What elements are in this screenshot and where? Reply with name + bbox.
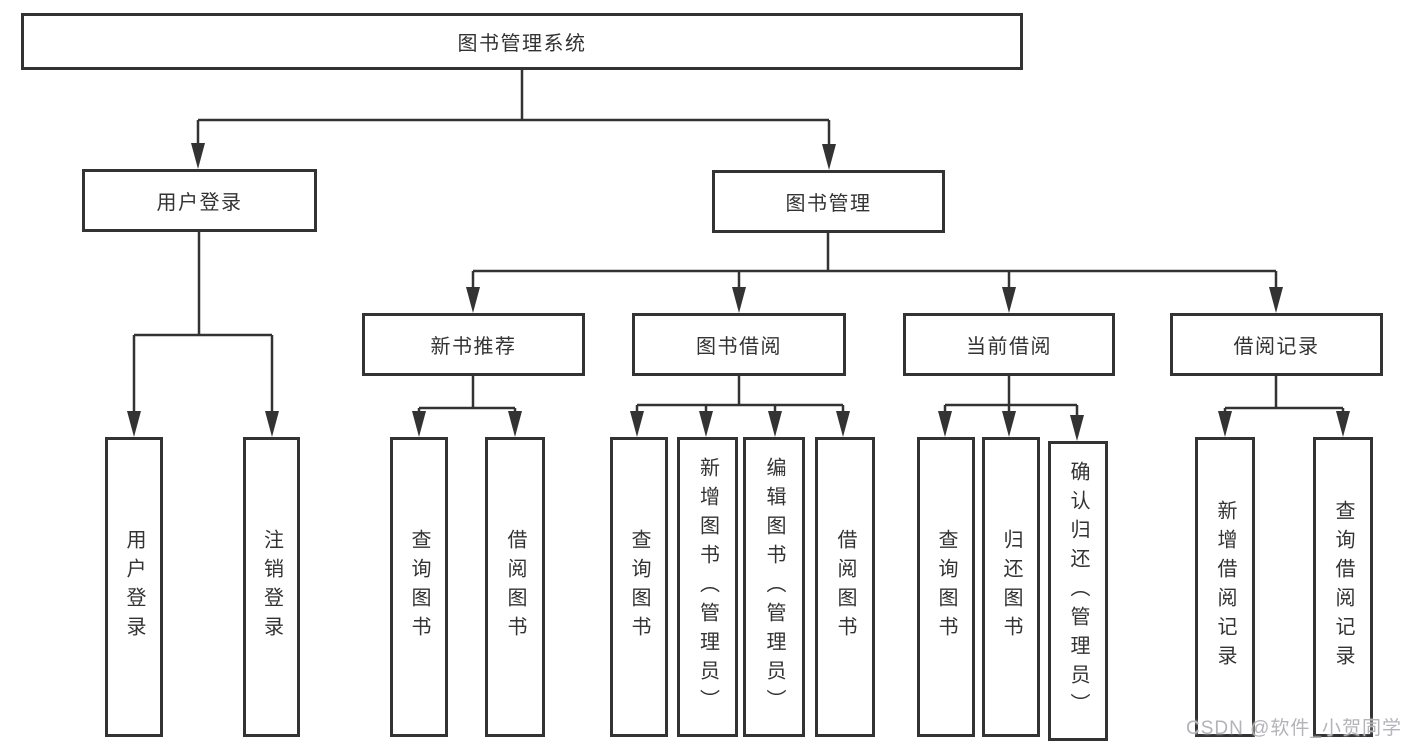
leaf-edit-books-admin: 编辑图书（管理员）	[743, 437, 805, 737]
node-book-management: 图书管理	[712, 170, 945, 233]
leaf-add-borrow-record: 新增借阅记录	[1195, 437, 1255, 737]
leaf-newbook-query-books: 查询图书	[390, 437, 448, 737]
node-book-borrowing: 图书借阅	[632, 313, 846, 376]
arrowheads	[127, 143, 1350, 441]
leaf-user-login: 用户登录	[105, 437, 163, 737]
watermark-text: CSDN @软件_小贺同学	[1186, 718, 1402, 739]
node-new-book-recommendation: 新书推荐	[362, 313, 585, 376]
leaf-current-query-books: 查询图书	[917, 437, 975, 737]
node-user-login: 用户登录	[82, 169, 317, 232]
leaf-logout-login: 注销登录	[243, 437, 300, 737]
leaf-confirm-return-admin: 确认归还（管理员）	[1048, 441, 1108, 741]
leaf-newbook-borrow-books: 借阅图书	[485, 437, 545, 737]
node-borrowing-records: 借阅记录	[1170, 313, 1383, 376]
leaf-borrow-borrow-books: 借阅图书	[815, 437, 875, 737]
leaf-add-books-admin: 新增图书（管理员）	[677, 437, 738, 737]
node-current-borrowing: 当前借阅	[903, 313, 1115, 376]
leaf-query-borrow-record: 查询借阅记录	[1313, 437, 1373, 737]
node-library-management-system: 图书管理系统	[21, 13, 1023, 70]
leaf-borrow-query-books: 查询图书	[610, 437, 668, 737]
leaf-return-books: 归还图书	[982, 437, 1040, 737]
